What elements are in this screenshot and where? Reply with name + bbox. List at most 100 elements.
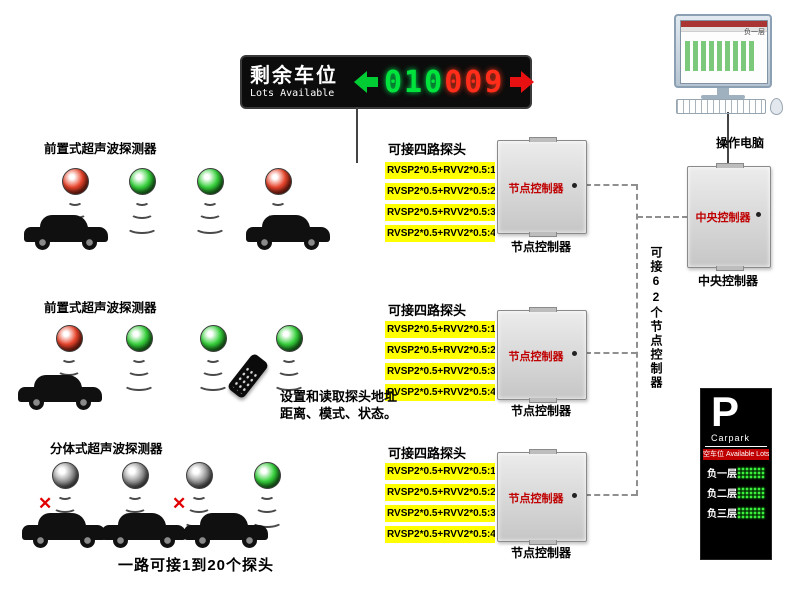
indicator-dot <box>572 492 577 498</box>
ultrasonic-sensor-occupied: ✕ <box>172 462 216 528</box>
car <box>184 502 268 548</box>
central-controller-label: 中央控制器 <box>695 212 751 224</box>
monitor-stand <box>717 88 729 95</box>
node-controller-box-3: 节点控制器 <box>497 449 587 545</box>
monitor-screen: 负一层 <box>680 20 768 84</box>
ultrasonic-sensor-green <box>122 325 156 391</box>
node-controller-label: 节点控制器 <box>508 492 564 505</box>
floor-count-led <box>737 506 765 519</box>
parking-availability-sign: P Carpark 空车位 Available Lots 负一层 负二层 负三层 <box>700 388 772 560</box>
probe-group-header-3: 可接四路探头 <box>388 446 467 461</box>
cable-spec-row: RVSP2*0.5+RVV2*0.5:1 <box>385 162 495 179</box>
ultrasonic-waves-icon <box>122 353 156 391</box>
ultrasonic-sensor-gray <box>118 462 152 528</box>
display-title: 剩余车位 <box>250 64 338 87</box>
bus-line <box>636 184 638 496</box>
node-controller-box-2: 节点控制器 <box>497 307 587 403</box>
node-controller-caption-2: 节点控制器 <box>510 404 571 418</box>
handheld-remote <box>226 352 270 400</box>
screen-floor-label: 负一层 <box>744 29 765 36</box>
ultrasonic-sensor-green <box>250 462 284 528</box>
cable-spec-row: RVSP2*0.5+RVV2*0.5:3 <box>385 505 495 522</box>
floor-name: 负三层 <box>707 509 737 520</box>
indicator-dot <box>572 350 577 356</box>
floor-count-led <box>737 486 765 499</box>
indicator-dot <box>756 212 761 217</box>
red-right-arrow-icon <box>510 71 535 93</box>
keyboard <box>676 99 766 114</box>
car <box>246 204 330 250</box>
available-lots-bar: 空车位 Available Lots <box>703 449 769 460</box>
ultrasonic-waves-icon <box>272 353 306 391</box>
computer-caption: 操作电脑 <box>715 136 764 150</box>
floor-count-led <box>737 466 765 479</box>
central-controller-caption: 中央控制器 <box>697 274 758 288</box>
connector-line-pc <box>727 112 729 166</box>
ultrasonic-waves-icon <box>250 490 284 528</box>
node-controller-box-1: 节点控制器 <box>497 137 587 237</box>
node-controller-label: 节点控制器 <box>508 182 564 195</box>
connector-node1-bus <box>585 184 637 186</box>
node-controller-label: 节点控制器 <box>508 350 564 363</box>
display-text-block: 剩余车位 Lots Available <box>250 65 348 100</box>
parking-p-letter: P <box>711 388 740 435</box>
connector-node2-bus <box>585 352 637 354</box>
ultrasonic-waves-icon <box>193 196 227 234</box>
car <box>22 502 106 548</box>
remote-keypad <box>231 365 259 395</box>
probe-group-header-1: 可接四路探头 <box>388 142 467 157</box>
floor-row: 负二层 <box>701 480 771 500</box>
floor-row: 负一层 <box>701 460 771 480</box>
occupied-cross-icon: ✕ <box>38 494 53 513</box>
node-controller-caption-1: 节点控制器 <box>510 240 571 254</box>
floor-name: 负一层 <box>707 469 737 480</box>
operator-computer: 负一层 <box>674 14 772 99</box>
cable-spec-row: RVSP2*0.5+RVV2*0.5:4 <box>385 526 495 543</box>
parking-sign-name: Carpark <box>711 433 751 443</box>
software-titlebar <box>681 21 767 27</box>
detector-row-label-3: 分体式超声波探测器 <box>50 442 163 456</box>
digits-green: 010 <box>384 64 445 100</box>
setup-note: 设置和读取探头地址 距离、模式、状态。 <box>280 388 397 422</box>
ultrasonic-sensor-green <box>125 168 159 234</box>
cable-spec-row: RVSP2*0.5+RVV2*0.5:2 <box>385 183 495 200</box>
floor-name: 负二层 <box>707 489 737 500</box>
floor-row: 负三层 <box>701 500 771 520</box>
monitor-base <box>701 95 745 99</box>
ultrasonic-sensor-green <box>196 325 230 391</box>
monitor: 负一层 <box>674 14 772 88</box>
cable-spec-row: RVSP2*0.5+RVV2*0.5:4 <box>385 384 495 401</box>
detector-row-label-2: 前置式超声波探测器 <box>44 301 157 315</box>
connector-node3-bus <box>585 494 637 496</box>
cable-spec-row: RVSP2*0.5+RVV2*0.5:1 <box>385 463 495 480</box>
probe-group-header-2: 可接四路探头 <box>388 303 467 318</box>
setup-note-line1: 设置和读取探头地址 <box>280 389 398 404</box>
detector-row-label-1: 前置式超声波探测器 <box>44 142 157 156</box>
car <box>102 502 186 548</box>
ultrasonic-waves-icon <box>196 353 230 391</box>
cable-spec-row: RVSP2*0.5+RVV2*0.5:2 <box>385 484 495 501</box>
central-controller-box: 中央控制器 <box>687 163 771 271</box>
ultrasonic-sensor-green <box>193 168 227 234</box>
ultrasonic-sensor-red <box>58 168 92 234</box>
probe-capacity-note: 一路可接1到20个探头 <box>118 557 275 574</box>
car <box>24 204 108 250</box>
connector-bus-central <box>637 216 688 218</box>
mouse <box>770 98 783 115</box>
node-controller-caption-3: 节点控制器 <box>510 546 571 560</box>
indicator-dot <box>572 182 577 188</box>
sign-divider <box>705 446 767 447</box>
connector-line-display <box>356 107 358 163</box>
cable-spec-row: RVSP2*0.5+RVV2*0.5:2 <box>385 342 495 359</box>
parking-grid-view <box>685 41 755 71</box>
ultrasonic-sensor-green <box>272 325 306 391</box>
software-menubar <box>681 27 767 32</box>
display-subtitle: Lots Available <box>250 87 335 99</box>
car <box>18 364 102 410</box>
ultrasonic-waves-icon <box>125 196 159 234</box>
digits-red: 009 <box>444 64 505 100</box>
green-left-arrow-icon <box>354 71 378 93</box>
